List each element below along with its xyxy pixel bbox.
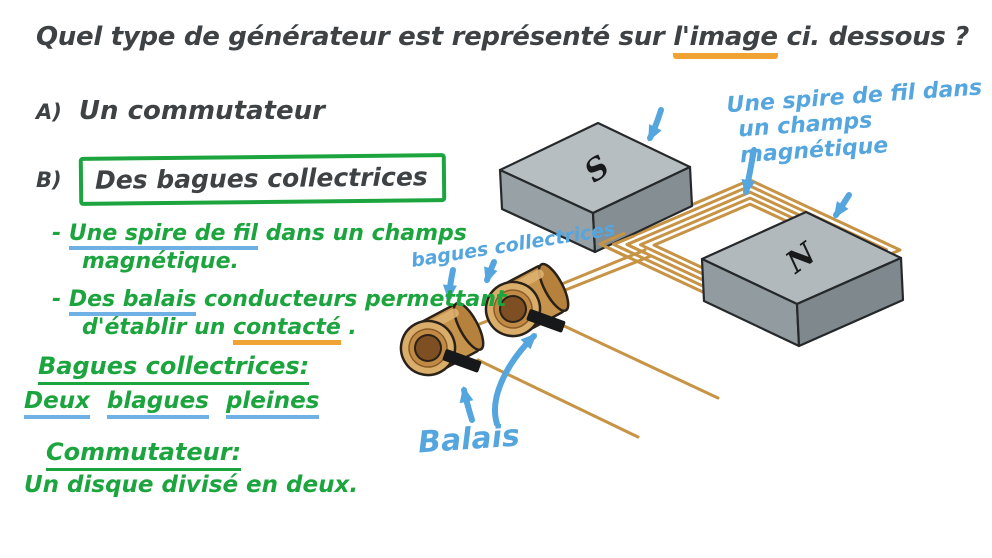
definition-commutateur-body: Un disque divisé en deux. [24, 472, 359, 498]
question-part2: ci. dessous ? [777, 22, 970, 52]
definition-bagues-word-3: pleines [225, 388, 320, 419]
note-balais-underlined: Des balais [68, 287, 197, 316]
slip-ring-front [399, 301, 485, 377]
note-balais-marked-word: contacté [233, 315, 341, 346]
slip-ring-rear-hole [499, 295, 527, 323]
note-spire-rest: dans un champs [257, 221, 467, 246]
magnet-north-right-face [795, 256, 905, 348]
annotation-arrows [442, 107, 852, 427]
note-balais-rest: conducteurs permettant [196, 287, 507, 312]
slip-ring-front-back [452, 301, 485, 351]
arrow-to-south-magnet [647, 107, 664, 142]
note-balais-line2: d'établir un contacté . [52, 315, 357, 346]
note-spire-line2: magnétique. [82, 249, 239, 275]
note-balais: - Des balais conducteurs permettant d'ét… [52, 286, 512, 346]
option-b-text: Des bagues collectrices [94, 162, 428, 195]
question-underlined-word: l'image [673, 22, 778, 59]
definition-bagues-word-1: Deux [24, 388, 90, 419]
option-a-text: Un commutateur [78, 96, 325, 126]
note-balais-dash: - [52, 287, 62, 312]
note-spire-underlined: Une spire de fil [68, 221, 258, 250]
slip-ring-rear-back [537, 262, 570, 312]
definition-bagues: Bagues collectrices: [38, 352, 310, 385]
magnet-south: S [498, 121, 694, 254]
arrow-to-north-magnet [833, 192, 852, 219]
option-a: A) Un commutateur [36, 96, 325, 126]
note-spire-dash: - [52, 221, 62, 246]
option-a-label: A) [36, 100, 62, 124]
coil-corner-overlap [598, 231, 646, 258]
brush-front [442, 349, 482, 373]
question-part1: Quel type de générateur est représenté s… [36, 22, 674, 52]
brush-rear [526, 309, 566, 333]
option-b: B) Des bagues collectrices [36, 153, 446, 206]
label-balais: Balais [416, 418, 521, 461]
slip-ring-front-hole [414, 334, 442, 362]
option-b-label: B) [36, 168, 62, 192]
arrow-to-rear-brush [492, 333, 537, 427]
definition-bagues-title: Bagues collectrices: [38, 352, 310, 385]
slip-ring-rear [484, 262, 570, 338]
question-title: Quel type de générateur est représenté s… [36, 22, 988, 59]
magnet-south-right-face [591, 165, 694, 254]
definition-commutateur: Commutateur: [46, 438, 242, 471]
arrow-to-coil [741, 147, 757, 196]
arrow-to-front-slip-ring [442, 267, 457, 301]
note-spire: - Une spire de fil dans un champs magnét… [52, 220, 482, 276]
definition-bagues-word-2: blagues [106, 388, 209, 419]
definition-commutateur-title: Commutateur: [46, 438, 242, 471]
answer-highlight-box: Des bagues collectrices [78, 153, 446, 206]
arrow-to-front-brush [459, 386, 475, 423]
definition-bagues-body: Deux blagues pleines [24, 388, 328, 419]
arrow-to-rear-slip-ring [484, 259, 498, 284]
magnet-north: N [700, 210, 905, 348]
